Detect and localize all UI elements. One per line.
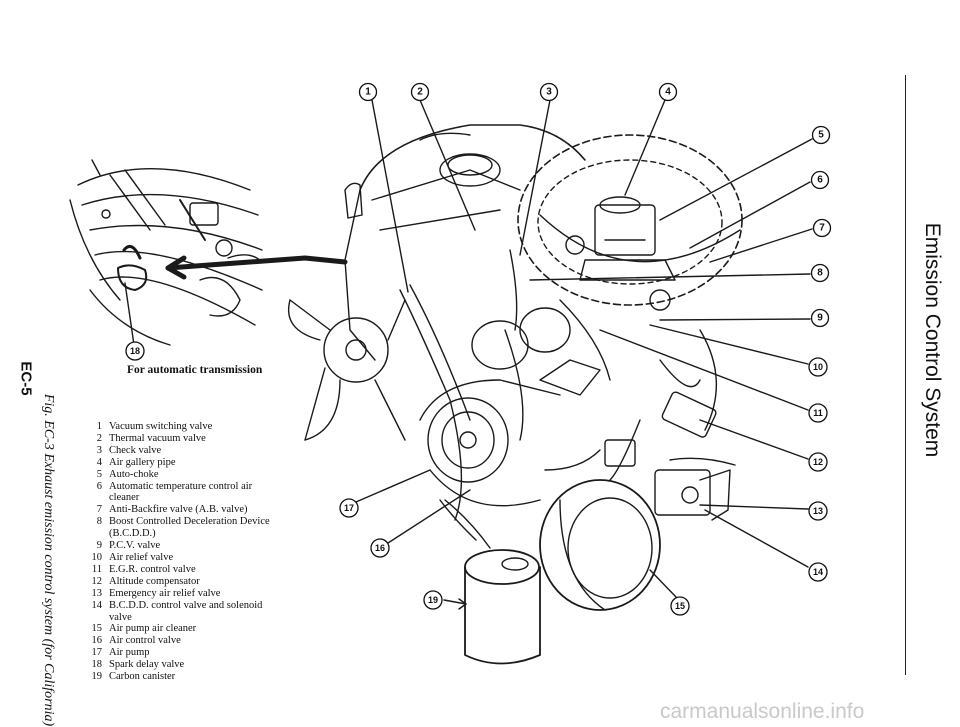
callout-12: 12 (808, 452, 828, 472)
svg-text:10: 10 (813, 362, 823, 372)
svg-text:14: 14 (813, 567, 823, 577)
svg-text:11: 11 (813, 408, 823, 418)
svg-text:9: 9 (817, 313, 823, 324)
callout-8: 8 (810, 263, 830, 283)
callout-7: 7 (812, 218, 832, 238)
svg-text:5: 5 (818, 130, 824, 141)
callout-10: 10 (808, 357, 828, 377)
callout-markers: 1 2 3 4 5 6 7 (125, 82, 832, 616)
svg-text:15: 15 (675, 601, 685, 611)
watermark: carmanualsonline.info (660, 700, 865, 723)
callout-13: 13 (808, 501, 828, 521)
carbon-canister-drawing (439, 499, 541, 665)
callout-2: 2 (410, 82, 430, 102)
callout-4: 4 (658, 82, 678, 102)
callout-11: 11 (808, 403, 828, 423)
svg-text:4: 4 (665, 87, 671, 98)
svg-text:2: 2 (417, 87, 423, 98)
svg-text:6: 6 (817, 175, 823, 186)
svg-text:1: 1 (365, 87, 371, 98)
svg-text:18: 18 (130, 346, 140, 356)
svg-text:12: 12 (813, 457, 823, 467)
right-margin-rule (905, 75, 906, 675)
svg-text:19: 19 (428, 595, 438, 605)
callout-3: 3 (539, 82, 559, 102)
svg-text:3: 3 (546, 87, 552, 98)
inset-detail (69, 159, 263, 346)
callout-19: 19 (423, 590, 443, 610)
callout-6: 6 (810, 170, 830, 190)
svg-text:16: 16 (375, 543, 385, 553)
callout-14: 14 (808, 562, 828, 582)
svg-text:8: 8 (817, 268, 823, 279)
svg-text:7: 7 (819, 223, 825, 234)
callout-5: 5 (811, 125, 831, 145)
cooling-fan (288, 299, 406, 441)
callout-16: 16 (370, 538, 390, 558)
callout-15: 15 (670, 596, 690, 616)
callout-9: 9 (810, 308, 830, 328)
callout-1: 1 (358, 82, 378, 102)
callout-18: 18 (125, 341, 145, 361)
inset-label: For automatic transmission (127, 364, 263, 376)
svg-text:17: 17 (344, 503, 354, 513)
svg-text:13: 13 (813, 506, 823, 516)
callout-17: 17 (339, 498, 359, 518)
